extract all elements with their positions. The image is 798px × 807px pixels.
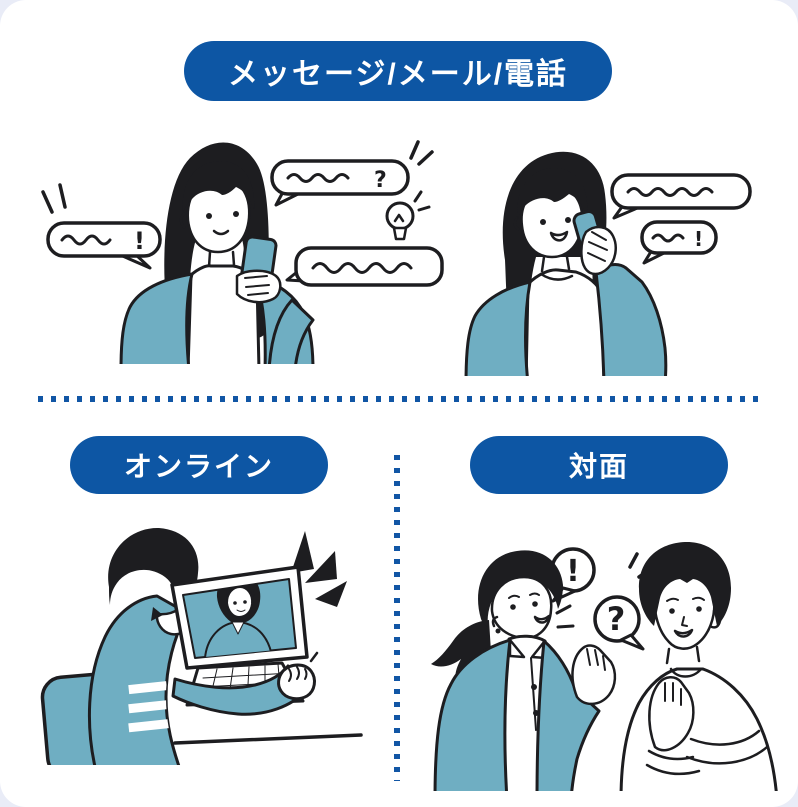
section-badge-message-mail-phone: メッセージ/メール/電話 xyxy=(184,41,612,101)
section-badge-label: 対面 xyxy=(568,451,629,482)
section-badge-label: オンライン xyxy=(123,451,274,482)
texting-woman-illustration: ! ? xyxy=(30,128,450,364)
speech-bubble-plain xyxy=(285,246,444,287)
svg-text:?: ? xyxy=(374,168,387,193)
face-to-face-illustration: ! ? xyxy=(425,525,795,791)
lightbulb-icon xyxy=(385,190,431,241)
texting-woman-drawing: ! ? xyxy=(41,140,444,364)
speech-bubble-exclamation: ! xyxy=(640,220,718,265)
man-listening xyxy=(619,541,778,791)
woman-on-phone xyxy=(464,151,668,376)
emphasis-marks-left xyxy=(41,183,67,214)
face-to-face-drawing: ! ? xyxy=(431,541,778,791)
speech-bubble-long xyxy=(610,173,752,220)
shirt-stripes xyxy=(128,681,175,733)
svg-text:!: ! xyxy=(694,227,703,251)
section-badge-in-person: 対面 xyxy=(470,436,728,494)
svg-text:!: ! xyxy=(566,554,580,589)
svg-text:?: ? xyxy=(607,600,626,638)
video-call-illustration xyxy=(35,515,365,765)
emphasis-burst-marks xyxy=(282,531,347,614)
calling-woman-illustration: ! xyxy=(450,138,770,376)
speech-bubble-question: ? xyxy=(270,140,434,207)
man-arm-and-fist xyxy=(171,651,319,716)
svg-text:!: ! xyxy=(134,227,145,255)
woman-with-smartphone xyxy=(119,142,315,364)
calling-woman-drawing: ! xyxy=(464,151,752,376)
desk-line xyxy=(173,733,363,745)
section-badge-label: メッセージ/メール/電話 xyxy=(227,58,569,91)
laptop xyxy=(170,565,309,707)
speech-bubble-exclamation: ! xyxy=(46,221,162,270)
vertical-dotted-divider xyxy=(394,455,400,781)
video-call-drawing xyxy=(40,527,363,765)
woman-talking xyxy=(431,550,617,791)
section-badge-online: オンライン xyxy=(70,436,328,494)
horizontal-dotted-divider xyxy=(38,396,764,402)
